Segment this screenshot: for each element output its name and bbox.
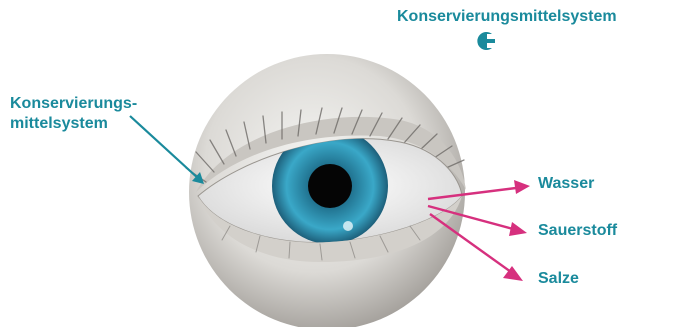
output-label-salze: Salze bbox=[538, 269, 579, 289]
preservative-label-line1: Konservierungs- bbox=[10, 94, 137, 114]
output-label-sauerstoff: Sauerstoff bbox=[538, 221, 617, 241]
preservative-symbol-icon bbox=[473, 30, 497, 52]
preservative-label: Konservierungs- mittelsystem bbox=[10, 94, 137, 134]
preservative-pointer-line bbox=[130, 116, 200, 180]
preservative-label-line2: mittelsystem bbox=[10, 114, 137, 134]
pupil bbox=[308, 164, 352, 208]
legend-title: Konservierungsmittelsystem bbox=[397, 7, 617, 27]
output-label-wasser: Wasser bbox=[538, 174, 594, 194]
